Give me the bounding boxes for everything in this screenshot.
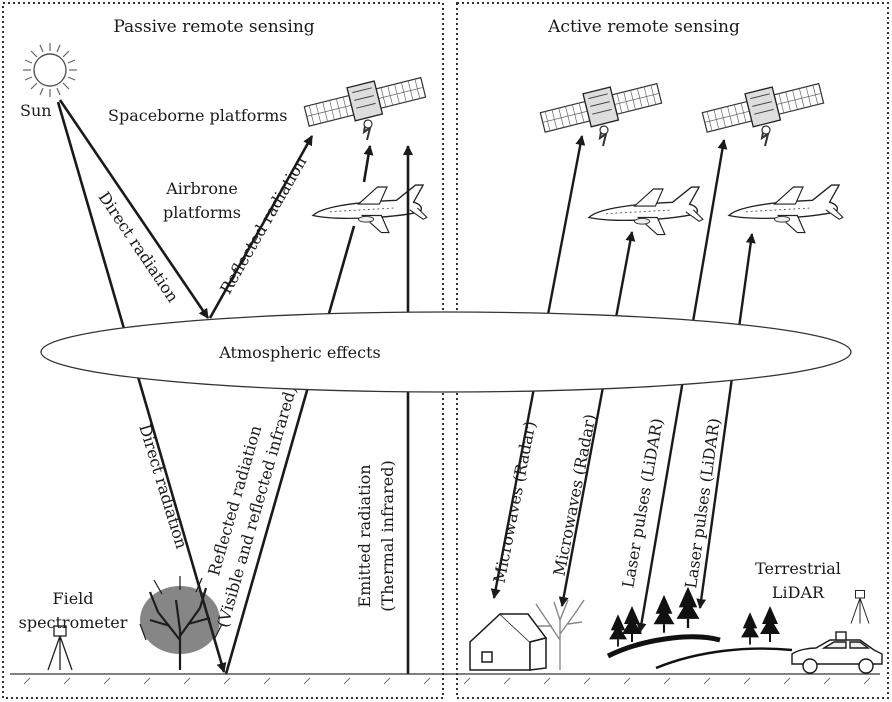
satellite-icon: [701, 82, 825, 147]
reflected-radiation-ground-arrow: [224, 225, 356, 675]
house-icon: [469, 612, 548, 671]
airborne-label: platforms: [163, 203, 241, 222]
laser-pulses-label: Laser pulses (LiDAR): [681, 417, 724, 590]
reflected-radiation-label: Reflected radiation: [216, 153, 310, 297]
spaceborne-label: Spaceborne platforms: [108, 106, 287, 125]
satellite-icon: [303, 76, 427, 141]
direct-radiation-lower-label: Direct radiation: [135, 422, 191, 551]
laser-pulses-arrow: [696, 233, 756, 609]
airborne-label: Airbrone: [165, 179, 238, 198]
terrestrial-lidar-label: LiDAR: [772, 583, 825, 602]
active-title: Active remote sensing: [547, 17, 740, 37]
sun-icon: [23, 43, 77, 97]
atmosphere-ellipse: [40, 311, 852, 393]
tree-icon: [139, 576, 223, 670]
microwaves-label: Microwaves (Radar): [490, 419, 540, 584]
sun-label: Sun: [20, 101, 52, 120]
microwaves-label: Microwaves (Radar): [550, 412, 600, 577]
reflected-radiation-space-arrow: [362, 145, 374, 183]
tripod-icon: [850, 590, 870, 624]
field-spectrometer-label: spectrometer: [19, 613, 128, 632]
airplane-icon: [728, 184, 844, 234]
laser-pulses-label: Laser pulses (LiDAR): [618, 417, 667, 590]
tree-icon: [535, 599, 585, 670]
emitted-radiation-label: Emitted radiation: [355, 464, 374, 607]
airplane-icon: [588, 186, 704, 236]
airplane-icon: [312, 184, 428, 234]
emitted-radiation-label: (Thermal infrared): [378, 460, 397, 611]
microwaves-arrow: [558, 231, 636, 607]
passive-panel: [2, 2, 444, 699]
passive-title: Passive remote sensing: [113, 17, 314, 37]
ground-hatching: [23, 677, 871, 685]
forest-terrain: [606, 585, 793, 670]
tripod-icon: [47, 625, 73, 671]
direct-radiation-arrow: [58, 99, 210, 319]
active-panel: [456, 2, 889, 699]
terrestrial-lidar-label: Terrestrial: [755, 559, 841, 578]
satellite-icon: [539, 82, 663, 147]
car-icon: [791, 631, 883, 674]
laser-pulses-arrow: [636, 139, 728, 633]
direct-radiation-ground-arrow: [56, 101, 227, 673]
field-spectrometer-label: Field: [52, 589, 93, 608]
atmospheric-effects-label: Atmospheric effects: [218, 343, 380, 362]
reflected-radiation-arrow: [208, 135, 314, 319]
